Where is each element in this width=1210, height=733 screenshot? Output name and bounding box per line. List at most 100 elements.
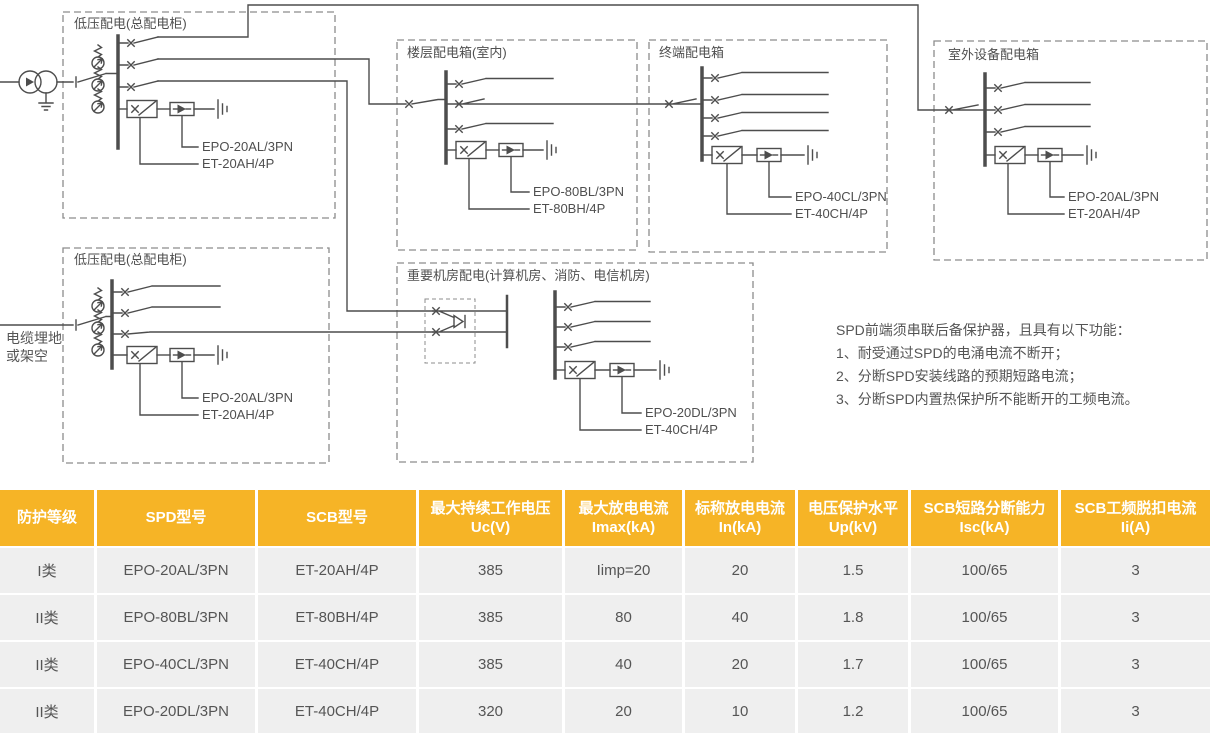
wiring: [0, 4, 1097, 431]
breaker-icon: [564, 360, 596, 380]
breaker-icon: [711, 145, 743, 165]
spd-model-label: EPO-80BL/3PN: [533, 184, 625, 199]
header-cell-isc: SCB短路分断能力 Isc(kA): [911, 490, 1058, 546]
transfer-switch-border: [424, 298, 476, 364]
feeder-switch: [554, 320, 651, 328]
spd-icon: [756, 147, 782, 163]
table-cell: ET-40CH/4P: [258, 689, 416, 733]
table-cell: EPO-20DL/3PN: [97, 689, 255, 733]
header-cell-scb-model: SCB型号: [258, 490, 416, 546]
single-line-diagram: 低压配电(总配电柜) 低压配电(总配电柜) 楼层配电箱(室内) 终端配电箱 室外…: [0, 4, 1208, 464]
feeder-switch: [984, 81, 1091, 89]
circuit-svg: [0, 4, 1208, 464]
scb-model-label: ET-40CH/4P: [645, 422, 718, 437]
box-border-server-room-box: [396, 262, 754, 463]
feeder-switch: [701, 129, 829, 137]
server-room-circuit: [432, 290, 670, 431]
notes-item-3: 3、分断SPD内置热保护所不能断开的工频电流。: [836, 391, 1139, 407]
feeder-switch: [117, 36, 159, 44]
arrester-icon: [91, 44, 105, 70]
switch-icon: [994, 106, 1002, 114]
spd-icon: [1037, 147, 1063, 163]
switch-icon: [564, 303, 572, 311]
box-border-terminal-box: [648, 39, 888, 253]
earth-terminal-icon: [1086, 145, 1097, 165]
spd-icon: [169, 347, 195, 363]
table-cell: 3: [1061, 642, 1210, 687]
feeder-switch: [701, 71, 829, 79]
table-cell: II类: [0, 689, 94, 733]
table-cell: I类: [0, 548, 94, 593]
scb-model-label: ET-20AH/4P: [202, 156, 275, 171]
switch-icon: [121, 309, 129, 317]
feeder-switch: [445, 122, 554, 130]
label-leader: [1007, 161, 1065, 215]
transfer-switch-icon: [453, 314, 466, 329]
box-border-floor-box: [396, 39, 638, 251]
spec-table: 防护等级 SPD型号 SCB型号 最大持续工作电压 Uc(V) 最大放电电流 I…: [0, 490, 1210, 733]
table-cell: 40: [685, 595, 795, 640]
spd-icon: [609, 362, 635, 378]
table-cell: 20: [685, 548, 795, 593]
feeder-switch: [111, 306, 221, 314]
feeder-switch: [554, 340, 651, 348]
table-cell: 1.5: [798, 548, 908, 593]
notes-title: SPD前端须串联后备保护器，且具有以下功能：: [836, 322, 1131, 338]
switch-icon: [127, 83, 135, 91]
table-cell: EPO-20AL/3PN: [97, 548, 255, 593]
spd-model-label: EPO-20AL/3PN: [202, 390, 294, 405]
notes-item-1: 1、耐受通过SPD的电涌电流不断开；: [836, 345, 1069, 361]
breaker-icon: [994, 145, 1026, 165]
feeder-switch: [111, 285, 221, 293]
breaker-icon: [126, 99, 158, 119]
header-cell-up: 电压保护水平 Up(kV): [798, 490, 908, 546]
table-cell: 385: [419, 548, 562, 593]
table-cell: 3: [1061, 548, 1210, 593]
label-leader: [468, 156, 530, 210]
switch-icon: [405, 100, 413, 108]
label-leader: [726, 161, 792, 215]
scb-model-label: ET-40CH/4P: [795, 206, 868, 221]
table-cell: 385: [419, 642, 562, 687]
box-border-main-cabinet-2: [62, 247, 330, 464]
terminal-box-circuit: [665, 66, 829, 215]
feeder-switch: [701, 111, 829, 119]
table-cell: 1.8: [798, 595, 908, 640]
table-cell: 40: [565, 642, 682, 687]
table-cell: 1.7: [798, 642, 908, 687]
table-cell: 385: [419, 595, 562, 640]
spd-icon: [169, 101, 195, 117]
earth-icon: [38, 92, 54, 111]
switch-icon: [121, 288, 129, 296]
table-cell: 3: [1061, 689, 1210, 733]
switch-icon: [711, 74, 719, 82]
table-cell: 1.2: [798, 689, 908, 733]
scb-model-label: ET-20AH/4P: [202, 407, 275, 422]
breaker-icon: [455, 140, 487, 160]
wire-to-server-room: [157, 80, 434, 312]
arrester-icon: [91, 331, 105, 357]
table-cell: ET-40CH/4P: [258, 642, 416, 687]
table-cell: 10: [685, 689, 795, 733]
incoming-switch: [411, 98, 447, 105]
incoming-switch: [945, 104, 986, 111]
feeder-switch: [445, 77, 554, 85]
label-leader: [139, 361, 199, 416]
earth-terminal-icon: [659, 360, 670, 380]
wire-to-outdoor-box: [157, 4, 947, 111]
transformer-icon: [0, 70, 58, 111]
box-title-main-cabinet-1: 低压配电(总配电柜): [74, 16, 187, 31]
arrester-icon: [91, 88, 105, 114]
wire-to-terminal-box: [445, 98, 667, 105]
spd-model-label: EPO-40CL/3PN: [795, 189, 887, 204]
spd-model-label: EPO-20AL/3PN: [202, 139, 294, 154]
notes-item-2: 2、分断SPD安装线路的预期短路电流；: [836, 368, 1083, 384]
scb-model-label: ET-80BH/4P: [533, 201, 606, 216]
wire-to-floor-box: [157, 58, 407, 105]
scb-model-label: ET-20AH/4P: [1068, 206, 1141, 221]
table-cell: 20: [685, 642, 795, 687]
incoming-switch: [56, 72, 119, 88]
incoming-switch: [0, 315, 113, 331]
table-cell: 20: [565, 689, 682, 733]
